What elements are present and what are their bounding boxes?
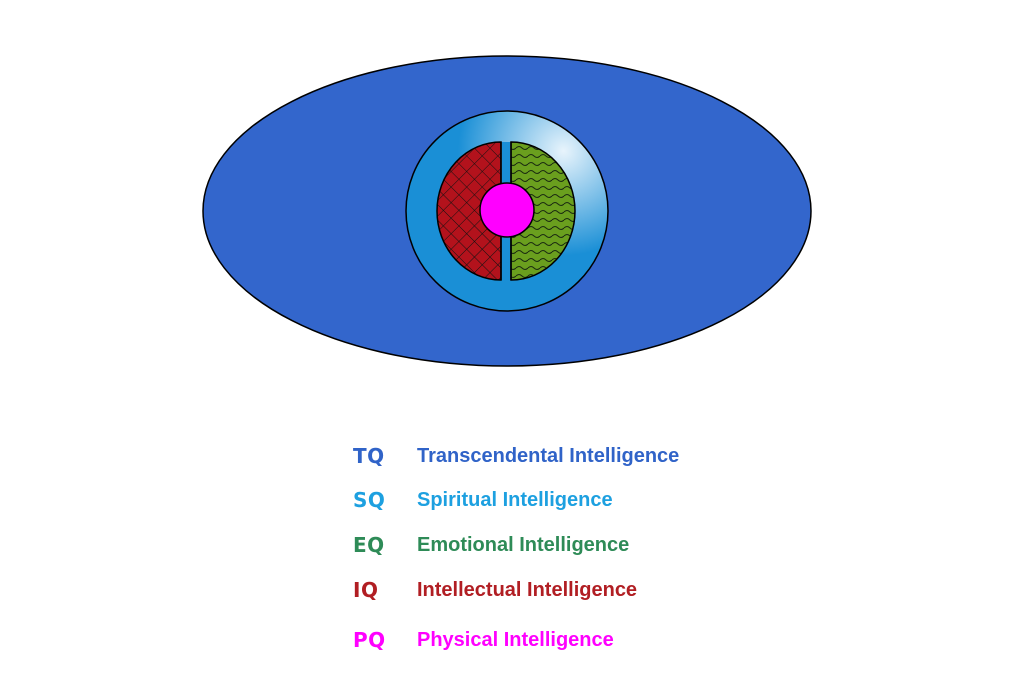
iq-left-half	[436, 141, 502, 281]
legend-label-tq: Transcendental Intelligence	[417, 445, 680, 467]
legend-abbr-iq: IQ	[353, 578, 379, 602]
legend-abbr-eq: EQ	[353, 533, 385, 557]
legend-abbr-sq: SQ	[353, 488, 386, 512]
legend-abbr-pq: PQ	[353, 628, 386, 652]
legend-label-sq: Spiritual Intelligence	[417, 489, 613, 511]
legend-label-eq: Emotional Intelligence	[417, 534, 630, 556]
legend-label-pq: Physical Intelligence	[417, 629, 614, 651]
eq-right-half	[510, 141, 576, 281]
legend-label-iq: Intellectual Intelligence	[417, 579, 638, 601]
legend-abbr-tq: TQ	[353, 444, 385, 468]
pq-center-circle	[479, 182, 535, 238]
